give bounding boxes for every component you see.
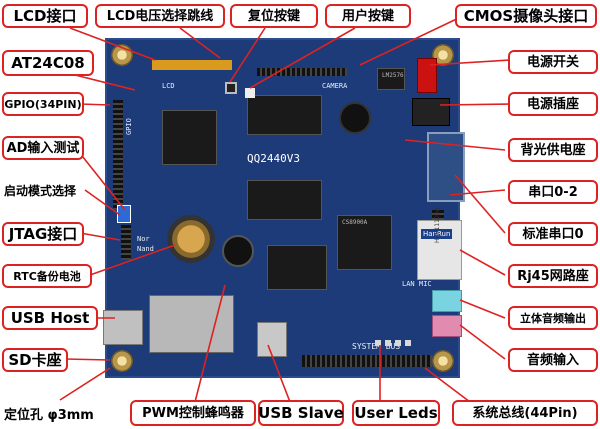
mounting-hole bbox=[111, 350, 133, 372]
usb-slave-port[interactable] bbox=[257, 322, 287, 357]
label-user-leds: User Leds bbox=[352, 400, 440, 426]
user-leds bbox=[375, 340, 415, 346]
label-serial-ports: 串口0-2 bbox=[508, 180, 598, 204]
silk-lcd: LCD bbox=[162, 82, 175, 90]
label-backlight-power: 背光供电座 bbox=[508, 138, 598, 162]
dev-board: LCD GPIO QQ2440V3 CAMERA LM2576 CS8900A … bbox=[103, 38, 465, 378]
rj45-brand: HanRun bbox=[421, 229, 453, 239]
camera-connector bbox=[257, 68, 347, 76]
label-stereo-audio-out: 立体音频输出 bbox=[508, 306, 598, 330]
label-lcd-port: LCD接口 bbox=[2, 4, 88, 28]
label-jtag-port: JTAG接口 bbox=[2, 222, 84, 246]
label-usb-slave: USB Slave bbox=[258, 400, 344, 426]
silk-mic: MIC bbox=[419, 280, 432, 288]
flash-chip bbox=[267, 245, 327, 290]
cpu-chip bbox=[162, 110, 217, 165]
label-rj45-socket: Rj45网路座 bbox=[508, 264, 598, 288]
label-ad-input-test: AD输入测试 bbox=[2, 136, 84, 160]
power-inductor bbox=[339, 102, 371, 134]
board-model: QQ2440V3 bbox=[247, 152, 300, 165]
label-gpio: GPIO(34PIN) bbox=[2, 92, 84, 116]
label-usb-host: USB Host bbox=[2, 306, 98, 330]
silk-nor: Nor bbox=[137, 235, 150, 243]
user-button[interactable] bbox=[245, 88, 255, 98]
buzzer bbox=[222, 235, 254, 267]
label-mounting-hole: 定位孔 φ3mm bbox=[4, 408, 94, 423]
silk-system-bus: SYSTEM BUS bbox=[352, 342, 401, 351]
label-sd-socket: SD卡座 bbox=[2, 348, 68, 372]
silk-lan: LAN bbox=[402, 280, 415, 288]
regulator-label: LM2576 bbox=[382, 72, 404, 79]
label-reset-button: 复位按键 bbox=[230, 4, 318, 28]
regulator-chip: LM2576 bbox=[377, 68, 405, 90]
silk-camera: CAMERA bbox=[322, 82, 348, 90]
silk-nand: Nand bbox=[137, 245, 154, 253]
system-bus-header bbox=[302, 355, 432, 367]
rtc-battery bbox=[167, 215, 215, 263]
mounting-hole bbox=[432, 350, 454, 372]
power-switch[interactable] bbox=[417, 58, 437, 93]
label-boot-mode: 启动模式选择 bbox=[4, 184, 77, 198]
label-standard-serial: 标准串口0 bbox=[508, 222, 598, 246]
jtag-header bbox=[121, 225, 131, 260]
rj45-socket[interactable]: HanRun HR911103A bbox=[417, 207, 462, 280]
label-power-switch: 电源开关 bbox=[508, 50, 598, 74]
usb-host-port[interactable] bbox=[103, 310, 143, 345]
label-at24c08: AT24C08 bbox=[2, 50, 94, 76]
sdram-chip bbox=[247, 180, 322, 220]
label-lcd-voltage-jumper: LCD电压选择跳线 bbox=[95, 4, 225, 28]
power-jack[interactable] bbox=[412, 98, 450, 126]
ethernet-chip-label: CS8900A bbox=[342, 219, 368, 226]
sdram-chip bbox=[247, 95, 322, 135]
label-pwm-buzzer: PWM控制蜂鸣器 bbox=[130, 400, 256, 426]
reset-button[interactable] bbox=[225, 82, 237, 94]
label-cmos-camera: CMOS摄像头接口 bbox=[455, 4, 597, 28]
mounting-hole bbox=[432, 44, 454, 66]
label-audio-input: 音频输入 bbox=[508, 348, 598, 372]
gpio-header bbox=[113, 100, 123, 210]
lcd-connector bbox=[152, 60, 232, 70]
label-power-socket: 电源插座 bbox=[508, 92, 598, 116]
label-system-bus: 系统总线(44Pin) bbox=[452, 400, 598, 426]
ethernet-chip: CS8900A bbox=[337, 215, 392, 270]
label-rtc-battery: RTC备份电池 bbox=[2, 264, 92, 288]
label-user-button: 用户按键 bbox=[325, 4, 411, 28]
